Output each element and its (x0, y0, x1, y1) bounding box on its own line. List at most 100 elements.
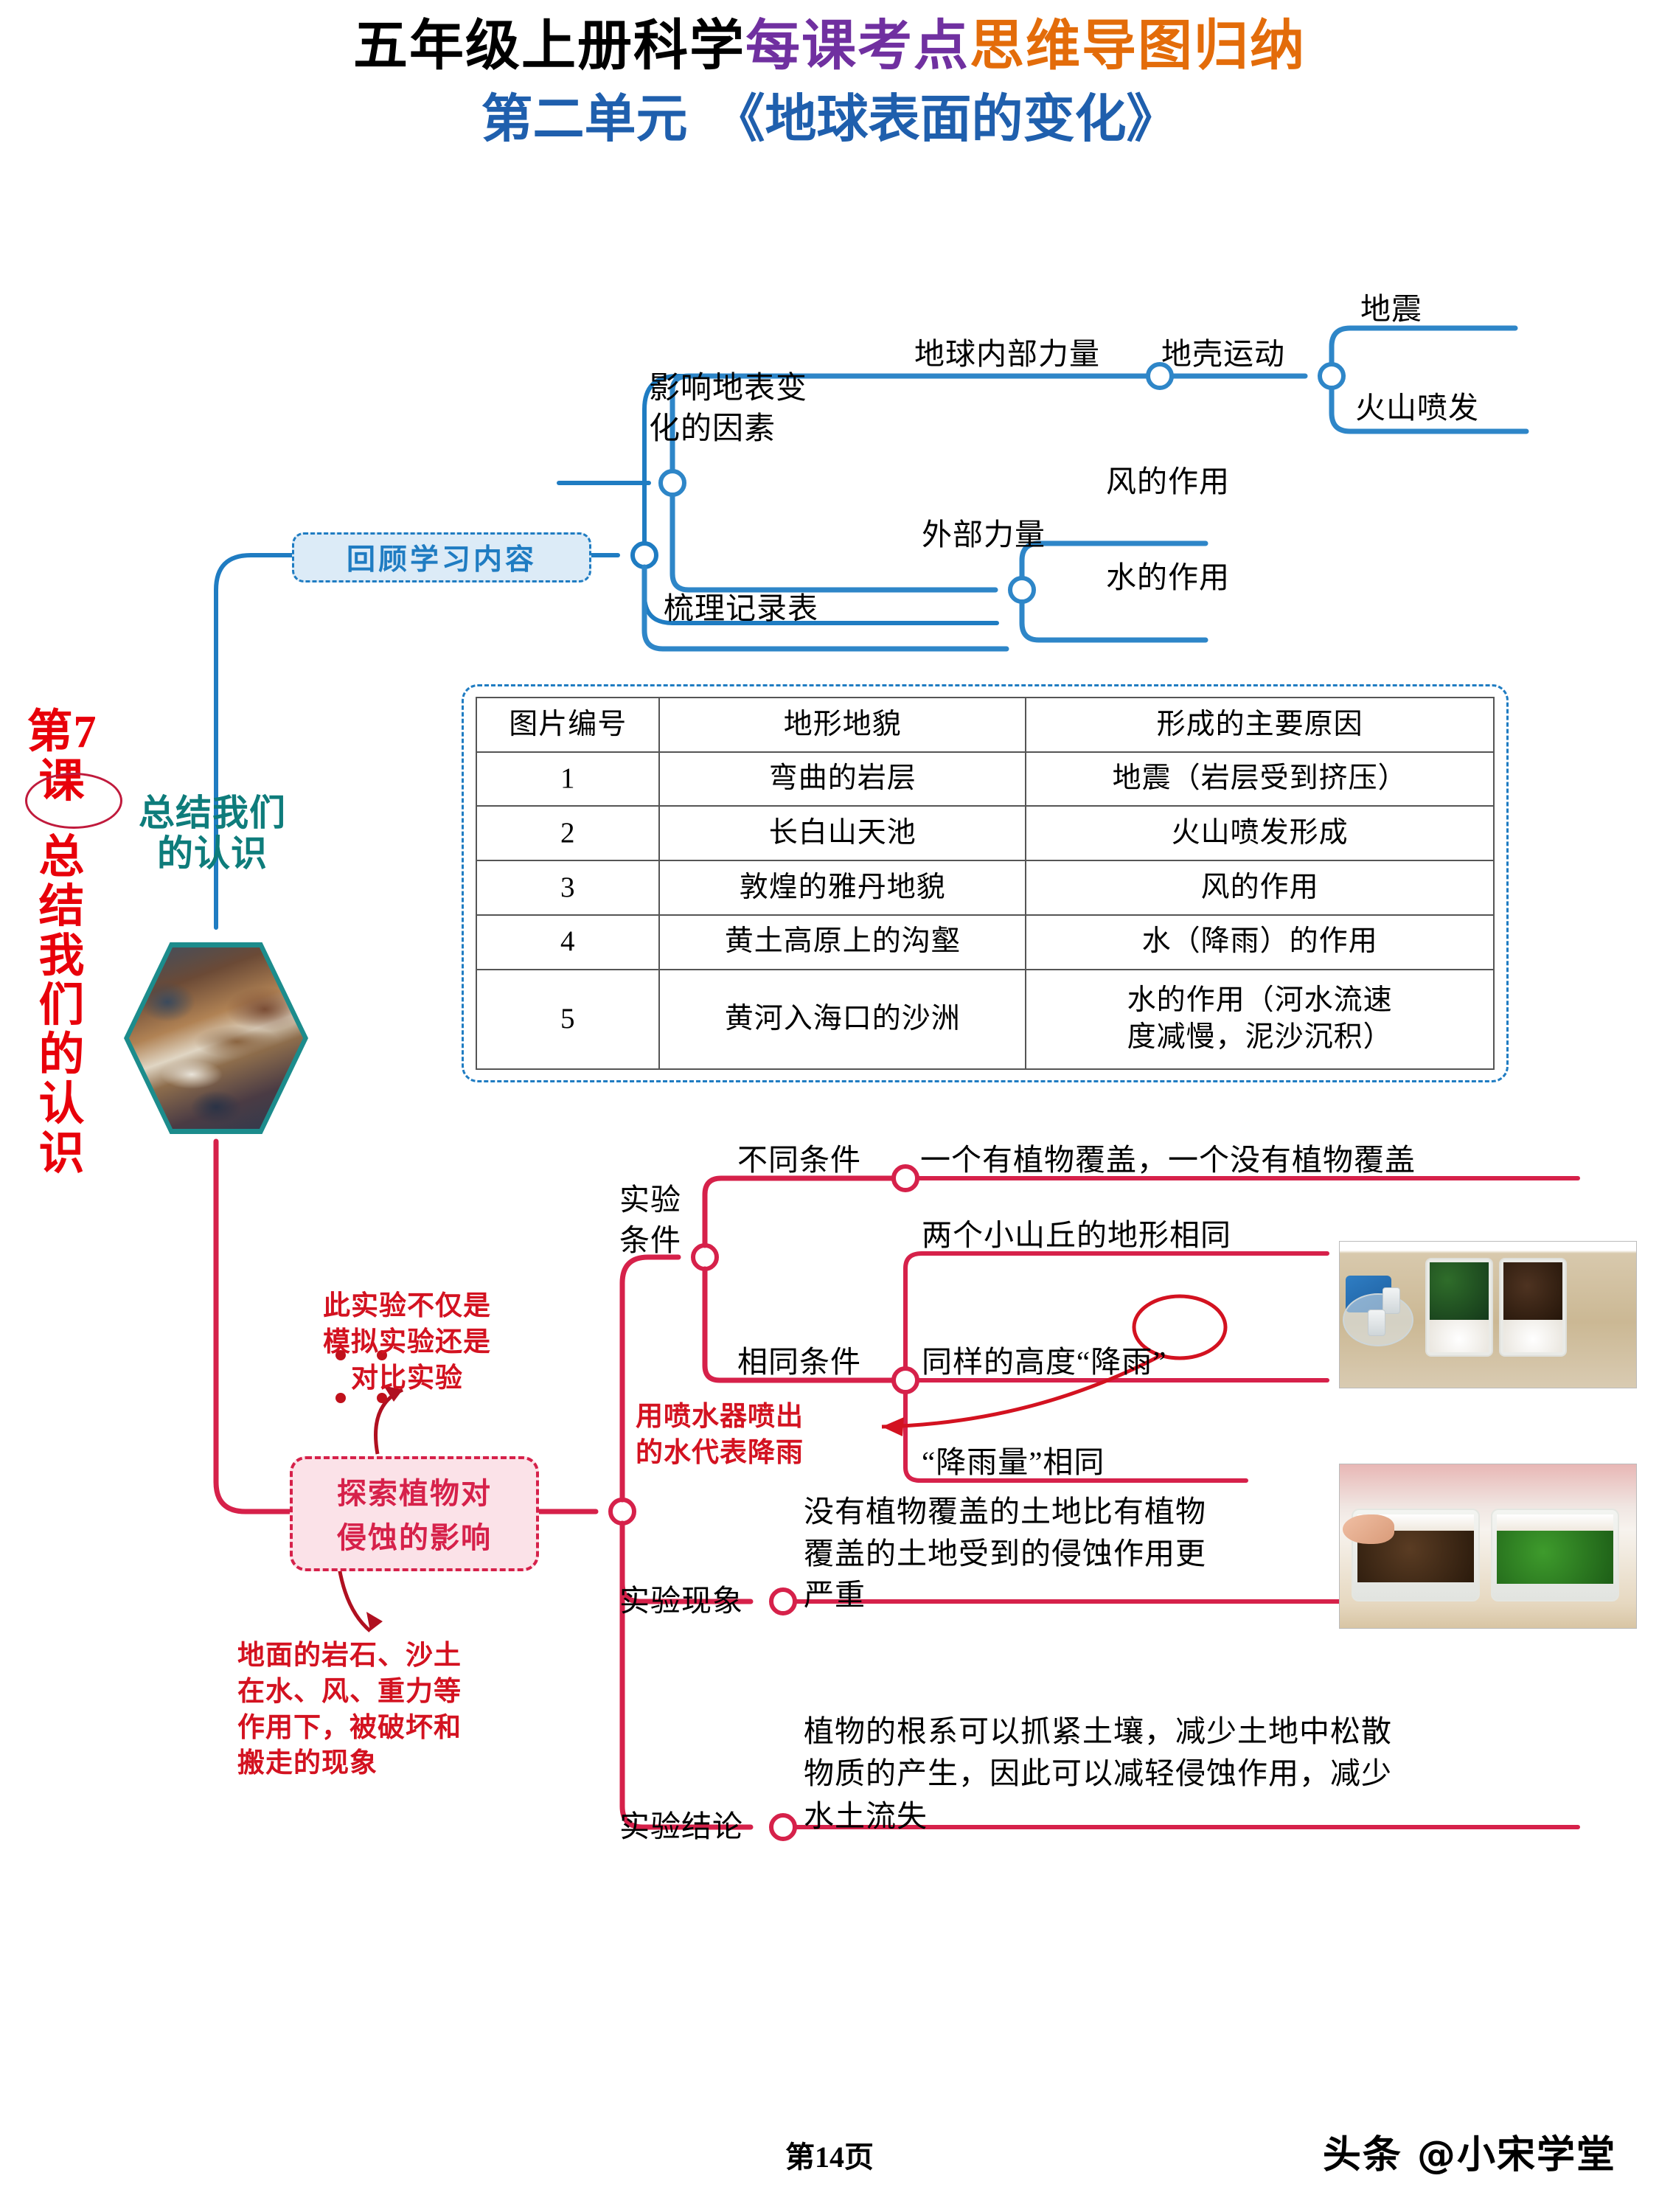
annotation-sprayer-rain: 用喷水器喷出 的水代表降雨 (636, 1399, 804, 1472)
cell-cause-3: 风的作用 (1025, 860, 1495, 916)
phenomenon-line3: 严重 (804, 1578, 866, 1613)
foam-layer (1503, 1320, 1562, 1352)
leaf-water-action[interactable]: 水的作用 (1106, 560, 1230, 594)
leaf-different-conditions-text[interactable]: 一个有植物覆盖，一个没有植物覆盖 (920, 1143, 1416, 1177)
leaf-volcanic-eruption[interactable]: 火山喷发 (1355, 391, 1479, 425)
cell-no-2: 2 (475, 805, 661, 862)
annotation-2-line1: 用喷水器喷出 (636, 1402, 804, 1432)
tray-with-soil (1499, 1258, 1567, 1357)
label-same-conditions[interactable]: 相同条件 (737, 1345, 861, 1379)
page-number: 第14页 (785, 2140, 874, 2174)
grass-layer (1497, 1531, 1613, 1584)
col-header-image-no: 图片编号 (475, 697, 661, 753)
leaf-wind-action[interactable]: 风的作用 (1106, 465, 1230, 498)
node-surface-change-factors[interactable]: 影响地表变 化的因素 (649, 369, 807, 449)
center-node-label-line2: 的认识 (156, 832, 268, 874)
node-internal-force[interactable]: 地球内部力量 (914, 337, 1100, 371)
table-row: 5 黄河入海口的沙洲 水的作用（河水流速 度减慢，泥沙沉积） (475, 968, 1495, 1071)
cell-cause-5-line1: 水的作用（河水流速 (1127, 984, 1393, 1016)
explore-node-line1: 探索植物对 (337, 1477, 492, 1511)
record-table-container: 图片编号 地形地貌 形成的主要原因 1 弯曲的岩层 地震（岩层受到挤压） 2 长… (462, 684, 1509, 1082)
tray-grass-cover (1491, 1509, 1619, 1601)
node-explore-plant-erosion[interactable]: 探索植物对 侵蚀的影响 (290, 1456, 539, 1571)
record-table: 图片编号 地形地貌 形成的主要原因 1 弯曲的岩层 地震（岩层受到挤压） 2 长… (475, 697, 1495, 1071)
title-part-keypoints: 每课考点 (745, 16, 970, 77)
phenomenon-line2: 覆盖的土地受到的侵蚀作用更 (804, 1536, 1206, 1571)
cell-landform-3: 敦煌的雅丹地貌 (658, 860, 1027, 916)
aerial-photo (129, 947, 303, 1129)
cell-landform-4: 黄土高原上的沟壑 (658, 914, 1027, 970)
label-experiment-conclusion[interactable]: 实验结论 (619, 1809, 743, 1843)
leaf-same-terrain[interactable]: 两个小山丘的地形相同 (922, 1218, 1231, 1252)
annotation-3-line1: 地面的岩石、沙土 (237, 1641, 462, 1671)
cell-no-4: 4 (475, 914, 661, 970)
leaf-experiment-conclusion-text[interactable]: 植物的根系可以抓紧土壤，减少土地中松散 物质的产生，因此可以减轻侵蚀作用，减少 … (804, 1711, 1392, 1837)
title-unit-subtitle: 第二单元 《地球表面的变化》 (481, 91, 1178, 148)
tray-with-moss (1425, 1258, 1493, 1357)
cell-landform-1: 弯曲的岩层 (658, 751, 1027, 807)
annotation-3-line2: 在水、风、重力等 (237, 1676, 462, 1707)
experiment-conditions-line1: 实验 (619, 1183, 681, 1217)
spray-bottle-1 (1382, 1287, 1400, 1314)
table-row: 4 黄土高原上的沟壑 水（降雨）的作用 (475, 914, 1495, 970)
col-header-cause: 形成的主要原因 (1025, 697, 1495, 753)
foam-layer (1497, 1514, 1613, 1531)
node-crust-movement[interactable]: 地壳运动 (1161, 337, 1285, 371)
conclusion-line2: 物质的产生，因此可以减轻侵蚀作用，减少 (804, 1756, 1392, 1791)
annotation-1-line1: 此实验不仅是 (323, 1291, 491, 1321)
factors-label-line2: 化的因素 (649, 411, 776, 446)
annotation-comparative-experiment: 此实验不仅是 模拟实验还是 对比实验 (323, 1289, 491, 1397)
cell-cause-4: 水（降雨）的作用 (1025, 914, 1495, 970)
leaf-same-rainfall-amount[interactable]: “降雨量”相同 (922, 1445, 1105, 1479)
conclusion-line3: 水土流失 (804, 1798, 928, 1833)
cell-cause-1: 地震（岩层受到挤压） (1025, 751, 1495, 807)
lesson-name: 总结我们的认识 (38, 832, 86, 1179)
explore-node-line2: 侵蚀的影响 (337, 1521, 492, 1555)
node-external-force[interactable]: 外部力量 (922, 518, 1046, 552)
cell-no-5: 5 (475, 968, 661, 1071)
foam-layer (1430, 1320, 1489, 1352)
experiment-photo-setup (1339, 1241, 1637, 1388)
leaf-earthquake[interactable]: 地震 (1360, 292, 1422, 326)
center-node-label-line1: 总结我们 (138, 792, 286, 834)
node-experiment-conditions[interactable]: 实验 条件 (619, 1180, 681, 1262)
cell-cause-5: 水的作用（河水流速 度减慢，泥沙沉积） (1025, 968, 1495, 1071)
annotation-1-line3: 对比实验 (351, 1363, 463, 1394)
cell-landform-2: 长白山天池 (658, 805, 1027, 862)
annotation-3-line4: 搬走的现象 (237, 1748, 378, 1779)
label-different-conditions[interactable]: 不同条件 (737, 1143, 861, 1177)
cell-landform-5: 黄河入海口的沙洲 (658, 968, 1027, 1071)
label-experiment-phenomenon[interactable]: 实验现象 (619, 1584, 743, 1618)
center-node-label: 总结我们 的认识 (102, 793, 323, 874)
table-header-row: 图片编号 地形地貌 形成的主要原因 (475, 697, 1495, 753)
title-part-mindmap: 思维导图归纳 (970, 16, 1306, 77)
leaf-same-rain-height[interactable]: 同样的高度“降雨” (922, 1345, 1167, 1379)
annotation-1-line2: 模拟实验还是 (323, 1326, 491, 1357)
annotation-erosion-definition: 地面的岩石、沙土 在水、风、重力等 作用下，被破坏和 搬走的现象 (237, 1638, 462, 1782)
cell-no-3: 3 (475, 860, 661, 916)
node-review-learning-content[interactable]: 回顾学习内容 (292, 532, 591, 582)
phenomenon-line1: 没有植物覆盖的土地比有植物 (804, 1495, 1206, 1528)
annotation-3-line3: 作用下，被破坏和 (237, 1712, 462, 1743)
table-row: 1 弯曲的岩层 地震（岩层受到挤压） (475, 751, 1495, 807)
title-part-grade: 五年级上册科学 (353, 16, 745, 77)
col-header-landform: 地形地貌 (658, 697, 1027, 753)
leaf-experiment-phenomenon-text[interactable]: 没有植物覆盖的土地比有植物 覆盖的土地受到的侵蚀作用更 严重 (804, 1491, 1206, 1616)
table-row: 2 长白山天池 火山喷发形成 (475, 805, 1495, 862)
title-line-1: 五年级上册科学每课考点思维导图归纳 (0, 16, 1659, 77)
experiment-conditions-line2: 条件 (619, 1223, 681, 1258)
node-record-table-label[interactable]: 梳理记录表 (664, 591, 818, 625)
moss-layer (1430, 1262, 1489, 1321)
experiment-photo-result (1339, 1464, 1637, 1629)
circle-highlight-erosion (25, 773, 122, 829)
soil-layer (1503, 1262, 1562, 1321)
center-node-hexagon-image (124, 942, 308, 1134)
factors-label-line1: 影响地表变 (649, 372, 808, 406)
conclusion-line1: 植物的根系可以抓紧土壤，减少土地中松散 (804, 1714, 1392, 1748)
spray-bottle-2 (1368, 1310, 1385, 1336)
annotation-2-line2: 的水代表降雨 (636, 1437, 804, 1468)
watermark-author: 头条 @小宋学堂 (1322, 2133, 1616, 2177)
page-title: 五年级上册科学每课考点思维导图归纳 第二单元 《地球表面的变化》 (0, 16, 1659, 150)
pointing-hand (1343, 1514, 1394, 1544)
cell-cause-5-line2: 度减慢，泥沙沉积） (1127, 1021, 1393, 1054)
